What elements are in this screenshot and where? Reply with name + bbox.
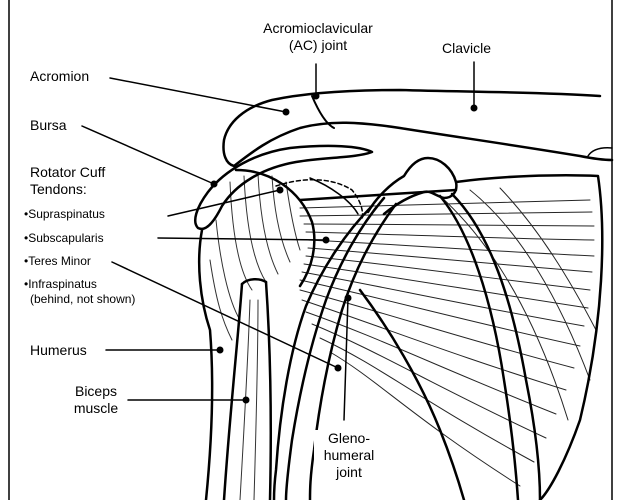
subscapularis-label: •Subscapularis	[24, 231, 104, 245]
rotator-cuff-heading-line1: Rotator Cuff	[30, 164, 106, 180]
supraspinatus-label: •Supraspinatus	[24, 207, 105, 221]
leader-dots	[210, 92, 478, 404]
leader-supraspinatus	[167, 189, 281, 217]
bursa-label: Bursa	[30, 117, 67, 133]
leader-teres-minor	[111, 261, 339, 369]
leader-bursa	[81, 125, 215, 185]
rotator-cuff-heading-line2: Tendons:	[30, 181, 87, 197]
humerus-shaft-shading	[239, 299, 259, 500]
bursa-outline	[194, 144, 374, 231]
ac-joint-label-line1: Acromioclavicular	[263, 20, 373, 36]
subscapularis-fibers	[299, 187, 597, 487]
glenohumeral-label-line1: Gleno-	[327, 430, 371, 446]
infraspinatus-label-line2: (behind, not shown)	[30, 292, 136, 306]
infraspinatus-label-line1: •Infraspinatus	[24, 277, 97, 291]
clavicle-acromion-outline	[222, 88, 614, 168]
ac-joint-label-line2: (AC) joint	[288, 37, 348, 53]
leader-acromion	[109, 77, 287, 113]
biceps-long-head-tendon	[272, 196, 398, 500]
leader-lines	[81, 61, 475, 421]
supraspinatus-tendon-edge	[309, 177, 359, 215]
infraspinatus-label: •Infraspinatus (behind, not shown)	[24, 277, 135, 307]
glenohumeral-label-line3: joint	[336, 464, 362, 480]
biceps-short-head	[358, 192, 542, 500]
humerus-shaft	[222, 278, 273, 500]
rotator-cuff-heading: Rotator Cuff Tendons:	[30, 164, 105, 198]
glenohumeral-joint-label: Gleno- humeral joint	[314, 430, 384, 481]
humerus-outline	[197, 168, 316, 500]
humerus-label: Humerus	[30, 342, 87, 358]
humeral-head-shading	[209, 173, 301, 341]
biceps-label-line2: muscle	[73, 400, 119, 416]
acromion-label: Acromion	[30, 68, 90, 84]
biceps-label-line1: Biceps	[74, 383, 118, 399]
scapula-outline	[298, 174, 604, 500]
leader-subscapularis	[157, 237, 327, 241]
supraspinatus-tendon	[275, 179, 364, 221]
glenohumeral-label-line2: humeral	[323, 447, 375, 463]
leader-glenohumeral	[343, 297, 349, 421]
biceps-label: Biceps muscle	[66, 383, 126, 417]
teres-minor-label: •Teres Minor	[24, 254, 91, 268]
clavicle-label: Clavicle	[442, 40, 492, 56]
ac-joint-label: Acromioclavicular (AC) joint	[250, 20, 386, 54]
